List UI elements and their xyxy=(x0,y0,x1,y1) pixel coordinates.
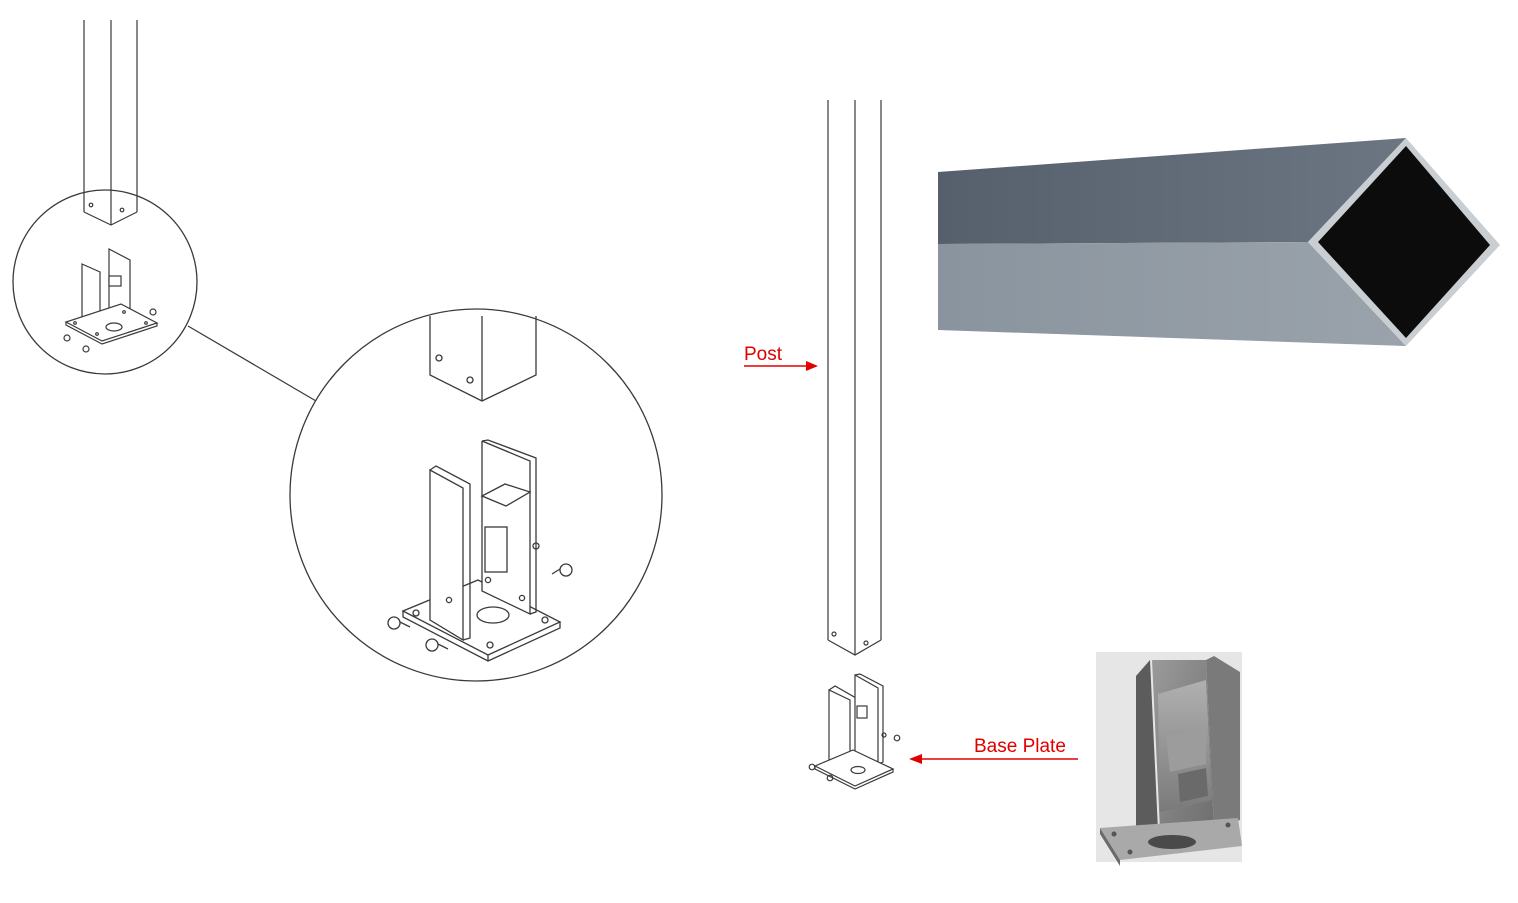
small-detail-circle xyxy=(12,189,198,375)
base-plate-callout: Base Plate xyxy=(909,736,1078,764)
post-callout: Post xyxy=(744,344,818,371)
base-plate-photo xyxy=(1096,652,1242,866)
bolt-icon xyxy=(387,616,411,630)
detail-connector-line xyxy=(187,325,317,402)
square-tube-render xyxy=(938,138,1500,346)
base-plate-label: Base Plate xyxy=(974,736,1066,757)
small-detail-view xyxy=(12,20,317,402)
post-label: Post xyxy=(744,344,783,365)
large-detail-circle xyxy=(289,308,663,682)
large-detail-view xyxy=(289,308,663,682)
large-post-end xyxy=(429,316,537,402)
bolt-icon xyxy=(551,563,573,577)
base-plate-drawing xyxy=(808,673,901,790)
small-bracket xyxy=(63,248,159,353)
assembly-view xyxy=(808,100,901,790)
arrow-left-icon xyxy=(909,754,922,764)
post-drawing xyxy=(827,100,882,656)
bolt-icon xyxy=(425,638,449,652)
arrow-right-icon xyxy=(806,361,818,371)
large-bracket xyxy=(387,439,573,662)
